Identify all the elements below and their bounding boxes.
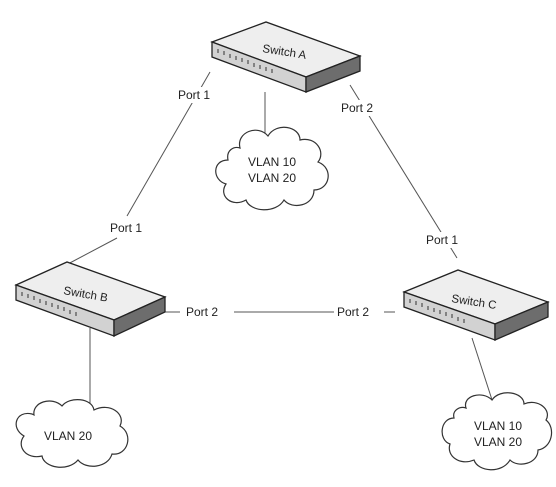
drop-c [471, 337, 495, 407]
switch-a-ports [217, 49, 273, 73]
port-label-c-2: Port 2 [337, 305, 369, 319]
port-label-c-1: Port 1 [426, 233, 458, 247]
cloud-a-line-1: VLAN 10 [248, 155, 296, 169]
cloud-c: VLAN 10 VLAN 20 [441, 392, 553, 471]
switch-c-ports [409, 299, 465, 323]
switch-a[interactable]: Switch A [210, 21, 362, 93]
cloud-a-line-2: VLAN 20 [248, 171, 296, 185]
switch-c[interactable]: Switch C [402, 269, 550, 341]
link-b-a [65, 237, 118, 266]
port-label-b-1: Port 1 [110, 221, 142, 235]
cloud-b-line-1: VLAN 20 [44, 429, 92, 443]
switch-b-ports [21, 292, 77, 316]
cloud-c-line-2: VLAN 20 [474, 435, 522, 449]
port-label-a-2: Port 2 [341, 101, 373, 115]
port-label-a-1: Port 1 [178, 88, 210, 102]
cloud-b: VLAN 20 [15, 399, 129, 468]
port-label-b-2: Port 2 [186, 305, 218, 319]
switch-b[interactable]: Switch B [14, 261, 167, 338]
cloud-c-line-1: VLAN 10 [474, 419, 522, 433]
cloud-drops [89, 92, 495, 412]
cloud-a: VLAN 10 VLAN 20 [215, 126, 329, 211]
port-labels: Port 1 Port 2 Port 1 Port 2 Port 1 Port … [108, 87, 466, 320]
